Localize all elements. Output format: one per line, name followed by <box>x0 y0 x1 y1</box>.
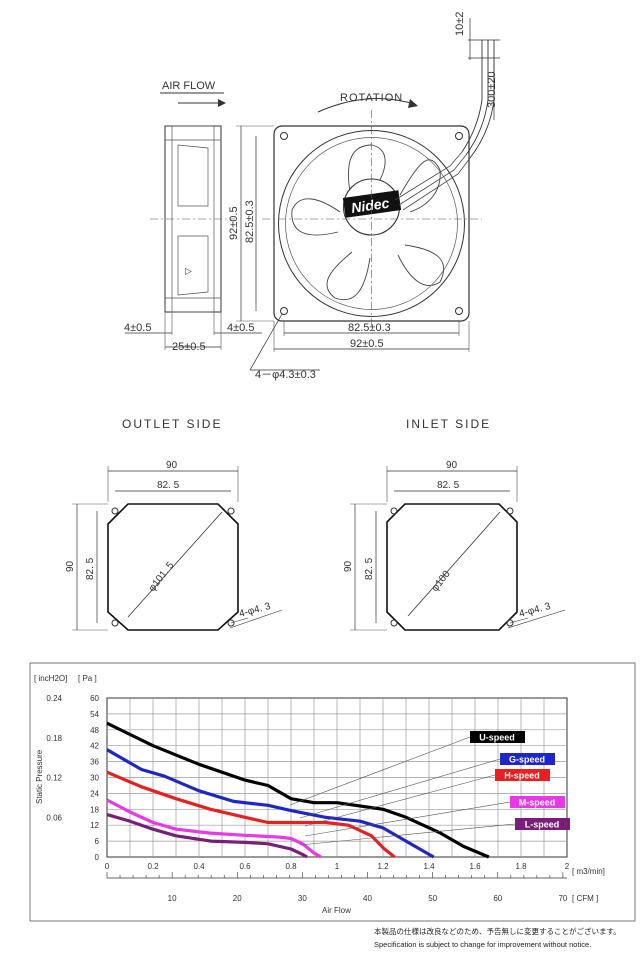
outlet-side-view: OUTLET SIDE 90 82. 5 90 82. 5 φ101. 5 4-… <box>65 417 283 631</box>
rotation-arrow-icon <box>408 99 418 108</box>
outlet-height-total: 90 <box>65 560 76 572</box>
cfm-tick-label: 60 <box>493 894 502 903</box>
flange-right-dim: 4±0.5 <box>227 322 254 334</box>
legend-swatch <box>470 731 525 743</box>
arrow-mark-icon: △ <box>184 268 194 275</box>
brand-logo: Nidec <box>350 195 390 216</box>
x-tick-label: 0 <box>105 862 110 871</box>
legend-label: U-speed <box>479 733 515 743</box>
chart-frame <box>29 662 636 922</box>
inlet-width-total: 90 <box>446 460 458 471</box>
airflow-label: AIR FLOW <box>162 80 216 92</box>
legend-leader <box>304 801 511 837</box>
cfm-tick-label: 20 <box>233 894 242 903</box>
inlet-height-total: 90 <box>343 560 354 572</box>
legend-label: M-speed <box>519 798 556 808</box>
side-view: AIR FLOW △ 4±0.5 4±0.5 25±0.5 <box>124 80 262 353</box>
lead-total-dim: 300±20 <box>486 71 498 108</box>
inch-tick-label: 0.24 <box>46 694 62 703</box>
legend-leader <box>304 774 496 827</box>
cfm-tick-label: 50 <box>428 894 437 903</box>
outlet-height-hole: 82. 5 <box>85 557 96 580</box>
inlet-height-hole: 82. 5 <box>364 557 375 580</box>
cfm-tick-label: 70 <box>558 894 567 903</box>
legend-label: L-speed <box>525 820 560 830</box>
pa-tick-label: 60 <box>90 694 99 703</box>
legend-label: G-speed <box>509 755 545 765</box>
pa-tick-label: 24 <box>90 789 99 798</box>
pa-tick-label: 36 <box>90 758 99 767</box>
height-total-dim: 92±0.5 <box>228 206 240 240</box>
outlet-opening <box>107 503 239 631</box>
rotation-label: ROTATION <box>340 92 403 104</box>
note-english: Specification is subject to change for i… <box>374 940 591 949</box>
inlet-diameter: φ100 <box>430 568 453 593</box>
cfm-tick-label: 40 <box>363 894 372 903</box>
outlet-width-hole: 82. 5 <box>157 480 180 491</box>
inch-tick-label: 0.12 <box>46 774 62 783</box>
outlet-holes: 4-φ4. 3 <box>238 601 272 620</box>
pa-tick-label: 54 <box>90 710 99 719</box>
airflow-arrow-icon <box>218 99 226 107</box>
width-total-dim: 92±0.5 <box>350 338 384 350</box>
y-unit-pa: [ Pa ] <box>78 674 97 683</box>
legend-swatch <box>495 769 550 781</box>
height-hole-dim: 82.5±0.3 <box>244 200 256 243</box>
depth-dim: 25±0.5 <box>172 341 206 353</box>
inlet-opening <box>386 503 518 631</box>
series-line-u-speed <box>106 721 490 859</box>
inlet-side-view: INLET SIDE 90 82. 5 90 82. 5 φ100 4-φ4. … <box>343 417 566 631</box>
note-japanese: 本製品の仕様は改良などのため、予告無しに変更することがございます。 <box>374 926 621 936</box>
outlet-side-title: OUTLET SIDE <box>122 417 222 431</box>
legend-leader <box>289 736 471 806</box>
pa-tick-label: 48 <box>90 726 99 735</box>
width-hole-dim: 82.5±0.3 <box>348 322 391 334</box>
outlet-width-total: 90 <box>166 460 178 471</box>
series-line-m-speed <box>106 798 322 859</box>
inch-tick-label: 0.06 <box>46 813 62 822</box>
pa-tick-label: 12 <box>90 821 99 830</box>
x-tick-label: 0.4 <box>193 862 205 871</box>
legend-leader <box>299 758 501 819</box>
pa-tick-label: 30 <box>90 774 99 783</box>
inlet-width-hole: 82. 5 <box>437 480 460 491</box>
x-tick-label: 0.2 <box>147 862 159 871</box>
legend-label: H-speed <box>504 771 540 781</box>
inch-tick-label: 0.18 <box>46 734 62 743</box>
x-unit-cfm: [ CFM ] <box>572 894 598 903</box>
x-axis-label: Air Flow <box>322 906 351 915</box>
pq-chart: [ incH2O] [ Pa ] Static Pressure [ m3/mi… <box>29 662 636 922</box>
legend-swatch <box>510 796 565 808</box>
x-tick-label: 1 <box>335 862 340 871</box>
holes-dim: 4－φ4.3±0.3 <box>255 369 316 381</box>
y-axis-label: Static Pressure <box>35 749 44 804</box>
x-tick-label: 1.6 <box>469 862 481 871</box>
series-line-g-speed <box>106 748 435 859</box>
series-line-l-speed <box>106 813 308 859</box>
pa-tick-label: 42 <box>90 742 99 751</box>
x-unit-m3: [ m3/min] <box>572 867 605 876</box>
legend-leader <box>299 823 516 846</box>
pa-tick-label: 6 <box>95 837 100 846</box>
x-tick-label: 1.2 <box>377 862 389 871</box>
lead-length-dim: 10±2 <box>454 12 466 36</box>
flange-left-dim: 4±0.5 <box>124 322 151 334</box>
cfm-tick-label: 30 <box>298 894 307 903</box>
pa-tick-label: 0 <box>95 853 100 862</box>
inlet-side-title: INLET SIDE <box>406 417 491 431</box>
inlet-holes: 4-φ4. 3 <box>518 601 552 620</box>
cfm-tick-label: 10 <box>168 894 177 903</box>
x-tick-label: 1.4 <box>423 862 435 871</box>
pa-tick-label: 18 <box>90 805 99 814</box>
legend-swatch <box>515 818 570 830</box>
x-tick-label: 0.8 <box>285 862 297 871</box>
x-tick-label: 2 <box>565 862 570 871</box>
x-tick-label: 0.6 <box>239 862 251 871</box>
legend-swatch <box>500 753 555 765</box>
x-tick-label: 1.8 <box>515 862 527 871</box>
front-view: ROTATION Nidec <box>228 12 500 381</box>
outlet-diameter: φ101. 5 <box>147 560 177 594</box>
y-unit-inch: [ incH2O] <box>34 674 67 683</box>
